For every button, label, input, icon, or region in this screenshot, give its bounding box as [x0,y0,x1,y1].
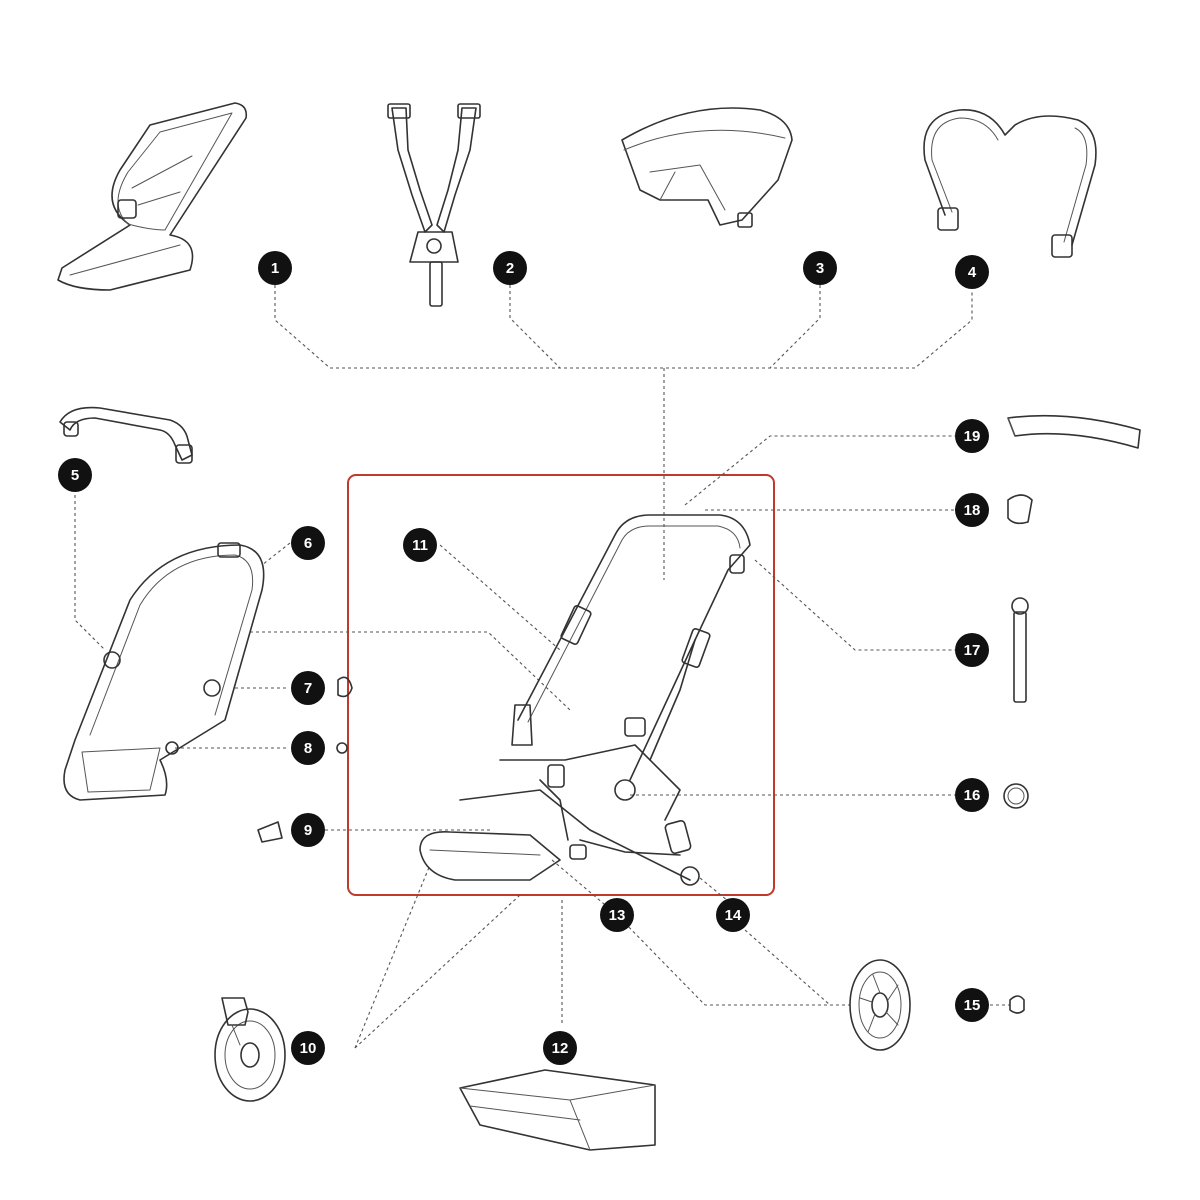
rear-wheel-part [849,959,911,1051]
callout-circle [493,251,527,285]
callout-label: 14 [725,907,742,924]
callout-7: 7 [291,671,325,705]
chassis-highlight-frame [347,474,775,896]
seat-frame-part [63,542,265,801]
knob-part [337,676,353,698]
leader-lines [74,285,1010,1049]
callout-label: 9 [304,822,312,839]
grip-clip-part [1007,494,1033,525]
callout-circle [600,898,634,932]
strap-part [1011,597,1029,703]
callout-5: 5 [58,458,92,492]
callout-circle [803,251,837,285]
callout-label: 8 [304,740,312,757]
callout-circle [258,251,292,285]
callout-label: 5 [71,467,79,484]
callout-15: 15 [955,988,989,1022]
callout-8: 8 [291,731,325,765]
callout-10: 10 [291,1031,325,1065]
callout-label: 16 [964,787,981,804]
callout-circle [716,898,750,932]
callout-circle [955,988,989,1022]
callout-label: 4 [968,264,977,281]
callout-circle [955,633,989,667]
seat-liner-part [57,102,248,291]
callout-19: 19 [955,419,989,453]
callout-label: 11 [412,537,428,554]
callout-circle [291,1031,325,1065]
callout-circle [291,731,325,765]
callout-2: 2 [493,251,527,285]
callout-9: 9 [291,813,325,847]
callout-label: 6 [304,535,312,552]
callout-circle [955,778,989,812]
callout-12: 12 [543,1031,577,1065]
callout-label: 2 [506,260,514,277]
basket-part [459,1069,656,1151]
callout-label: 18 [964,502,981,519]
callout-circle [58,458,92,492]
pin-part [336,742,348,754]
callout-16: 16 [955,778,989,812]
callout-label: 13 [609,907,626,924]
callout-11: 11 [403,528,437,562]
callout-circle [291,526,325,560]
callout-label: 3 [816,260,824,277]
harness-part [387,103,481,307]
bumper-bar-part [923,109,1097,258]
callout-1: 1 [258,251,292,285]
callout-label: 19 [964,428,981,445]
callout-label: 10 [300,1040,317,1057]
main-chassis-part [419,514,751,886]
callout-circle [955,419,989,453]
callout-3: 3 [803,251,837,285]
callout-circle [291,813,325,847]
callout-circle [543,1031,577,1065]
callout-4: 4 [955,255,989,289]
wheel-cap-part [1009,995,1025,1014]
callout-14: 14 [716,898,750,932]
callout-label: 12 [552,1040,569,1057]
callout-label: 7 [304,680,312,697]
bumper-cover-part [1007,414,1141,449]
callout-label: 15 [964,997,981,1014]
callout-circle [291,671,325,705]
callout-13: 13 [600,898,634,932]
callout-circle [403,528,437,562]
front-wheel-part [214,997,286,1102]
badge-part [1003,783,1029,809]
callout-17: 17 [955,633,989,667]
callout-label: 1 [271,260,279,277]
handlebar-part [59,406,193,464]
callout-18: 18 [955,493,989,527]
callout-circle [955,493,989,527]
canopy-part [621,107,793,228]
callout-label: 17 [964,642,981,659]
callout-circle [955,255,989,289]
cap-part [257,821,283,843]
callout-6: 6 [291,526,325,560]
